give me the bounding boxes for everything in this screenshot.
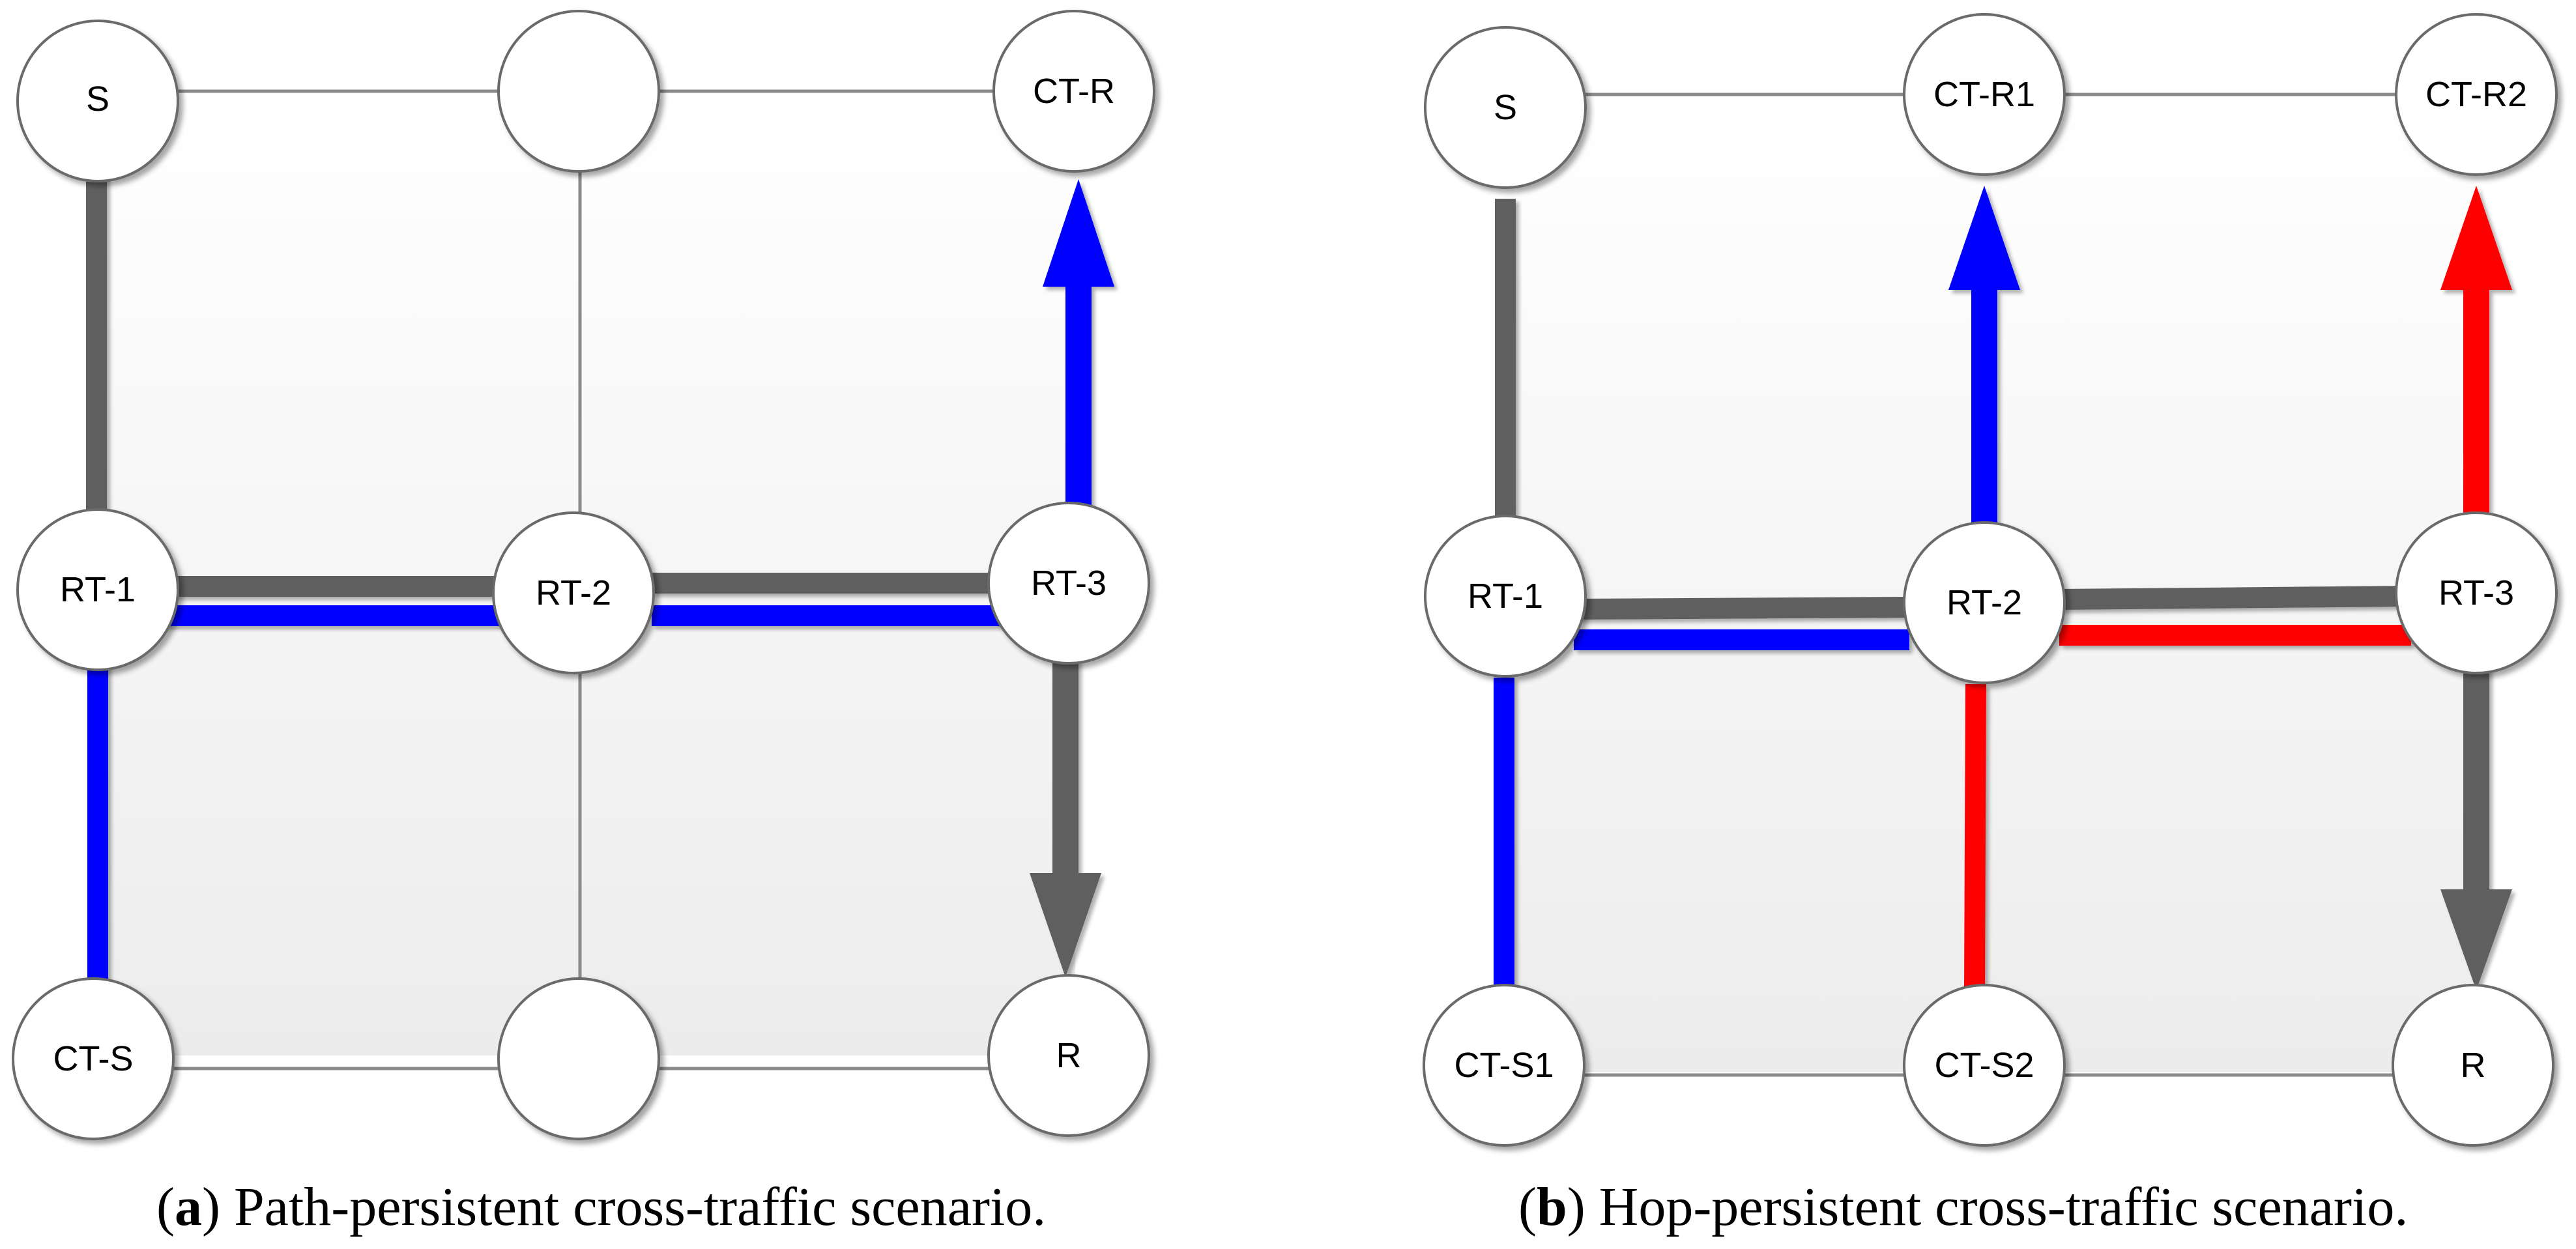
node-label: S [86, 79, 109, 119]
node-label: S [1494, 88, 1517, 127]
node-label: R [2461, 1046, 2486, 1085]
node-label: RT-1 [60, 570, 136, 609]
node-r: R [987, 974, 1150, 1137]
node-label: CT-R [1033, 72, 1115, 111]
node-label: CT-R2 [2425, 75, 2527, 114]
node-label: RT-1 [1468, 577, 1543, 616]
caption-a: (a) Path-persistent cross-traffic scenar… [156, 1177, 1046, 1237]
flow-rt2-rt3 [2059, 586, 2412, 610]
node-label: RT-2 [1946, 583, 2022, 622]
ct1-arrowhead-ctr1 [1948, 186, 2020, 290]
diagram-b: S CT-R1 CT-R2 RT-1 RT-2 RT-3 [1423, 13, 2558, 1237]
node-label: CT-S1 [1454, 1046, 1554, 1085]
cross-traffic-a [87, 179, 1114, 984]
node-rt-2: RT-2 [492, 511, 655, 674]
diagram-a: S CT-R RT-1 RT-2 RT-3 [12, 10, 1155, 1237]
node-r: R [2392, 984, 2554, 1147]
node-bottom-middle [497, 977, 660, 1140]
node-ct-s2: CT-S2 [1903, 984, 2066, 1147]
node-ct-r2: CT-R2 [2395, 13, 2558, 176]
node-label: CT-R1 [1933, 75, 2035, 114]
nodes-b: S CT-R1 CT-R2 RT-1 RT-2 RT-3 [1423, 13, 2558, 1147]
ct2-arrowhead-ctr2 [2440, 186, 2512, 290]
node-label: CT-S2 [1934, 1046, 2034, 1085]
node-label: R [1056, 1036, 1082, 1075]
nodes-a: S CT-R RT-1 RT-2 RT-3 [12, 10, 1155, 1140]
ct-arrowhead-ctr [1043, 179, 1114, 287]
node-ct-s1: CT-S1 [1423, 984, 1585, 1147]
flow-arrowhead-r [1030, 873, 1101, 977]
node-ct-r1: CT-R1 [1903, 13, 2066, 176]
node-label: CT-S [53, 1039, 133, 1078]
node-rt-3: RT-3 [2395, 511, 2558, 674]
caption-b: (b) Hop-persistent cross-traffic scenari… [1518, 1177, 2408, 1237]
node-rt-1: RT-1 [16, 508, 179, 671]
flow-rt1-rt2 [1573, 597, 1910, 620]
node-label: RT-3 [2439, 573, 2514, 612]
cross-traffic-1-b [1494, 186, 2020, 990]
node-label: RT-2 [536, 573, 611, 612]
node-rt-2: RT-2 [1903, 521, 2066, 684]
node-ct-r: CT-R [992, 10, 1155, 173]
main-flow-a [86, 156, 1101, 977]
node-top-middle [497, 10, 660, 173]
flow-arrowhead-r [2440, 889, 2512, 990]
node-ct-s: CT-S [12, 977, 175, 1140]
node-label: RT-3 [1031, 564, 1107, 603]
cross-traffic-2-b [1964, 186, 2512, 991]
node-s: S [16, 20, 179, 182]
ct2-cts2-rt2 [1964, 683, 1986, 991]
node-rt-3: RT-3 [987, 502, 1150, 665]
main-flow-b [1495, 199, 2512, 990]
node-s: S [1424, 26, 1587, 189]
node-rt-1: RT-1 [1424, 515, 1587, 678]
